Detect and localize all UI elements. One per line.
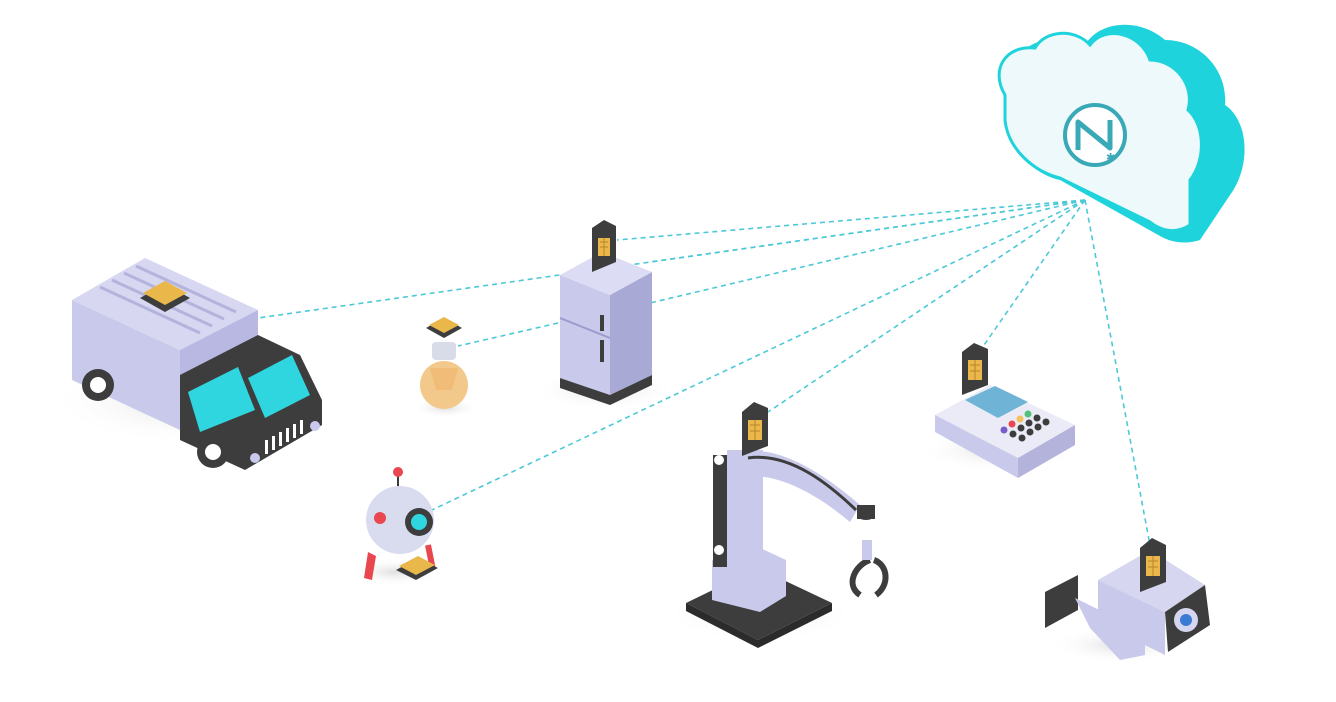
link-bulb xyxy=(457,322,559,347)
van-side-window xyxy=(188,367,255,432)
n-star-logo-icon: ✱ xyxy=(1063,103,1127,167)
security-camera xyxy=(1045,538,1210,663)
payment-terminal xyxy=(920,343,1080,478)
van-grille xyxy=(265,420,303,454)
camera-arm xyxy=(1075,598,1145,660)
arm-gripper xyxy=(849,557,889,598)
robot xyxy=(345,467,445,586)
robot-chip-icon xyxy=(396,556,438,580)
van-cargo-front xyxy=(180,310,258,380)
arm-upper xyxy=(736,451,860,522)
fridge-sim-card-icon xyxy=(592,220,616,272)
robot-arm-left xyxy=(364,552,376,580)
van-chip-icon xyxy=(140,281,190,312)
link-fridge-mid xyxy=(649,199,1086,263)
robotic-arm xyxy=(665,402,889,648)
fridge-front xyxy=(560,275,610,395)
van-wheel-front xyxy=(197,436,229,468)
van-wheel-rear xyxy=(82,369,114,401)
robot-eye xyxy=(374,512,386,524)
link-security-camera xyxy=(1084,199,1151,546)
van-headlight-right xyxy=(310,421,320,431)
link-robot xyxy=(431,199,1086,511)
arm-lower-column-dark xyxy=(713,455,727,567)
camera-sim-card-icon xyxy=(1140,538,1166,592)
link-payment-terminal xyxy=(981,199,1086,349)
terminal-screen xyxy=(965,386,1028,418)
cloud-hub: ✱ xyxy=(997,24,1245,243)
bulb-chip-icon xyxy=(426,317,462,338)
link-fridge-low xyxy=(649,199,1086,304)
van-windshield xyxy=(248,355,310,418)
svg-text:✱: ✱ xyxy=(1106,151,1115,164)
arm-sim-card-icon xyxy=(742,402,768,456)
fridge-handle-top xyxy=(600,315,604,331)
robot-head xyxy=(366,486,434,554)
refrigerator xyxy=(535,220,675,410)
camera-mount-plate xyxy=(1045,575,1078,628)
connection-lines xyxy=(257,199,1151,546)
delivery-van xyxy=(50,258,330,470)
van-cargo-side xyxy=(72,300,180,430)
link-robotic-arm xyxy=(767,199,1086,413)
fridge-side xyxy=(610,272,652,395)
van-headlight xyxy=(250,453,260,463)
fridge-handle-bottom xyxy=(600,340,604,362)
terminal-sim-card-icon xyxy=(962,343,988,395)
terminal-body xyxy=(935,385,1075,458)
fridge-top xyxy=(560,252,652,295)
terminal-keypad xyxy=(1000,410,1050,442)
light-bulb xyxy=(410,317,480,418)
bulb-socket xyxy=(432,342,456,360)
link-fridge-top xyxy=(616,199,1086,241)
